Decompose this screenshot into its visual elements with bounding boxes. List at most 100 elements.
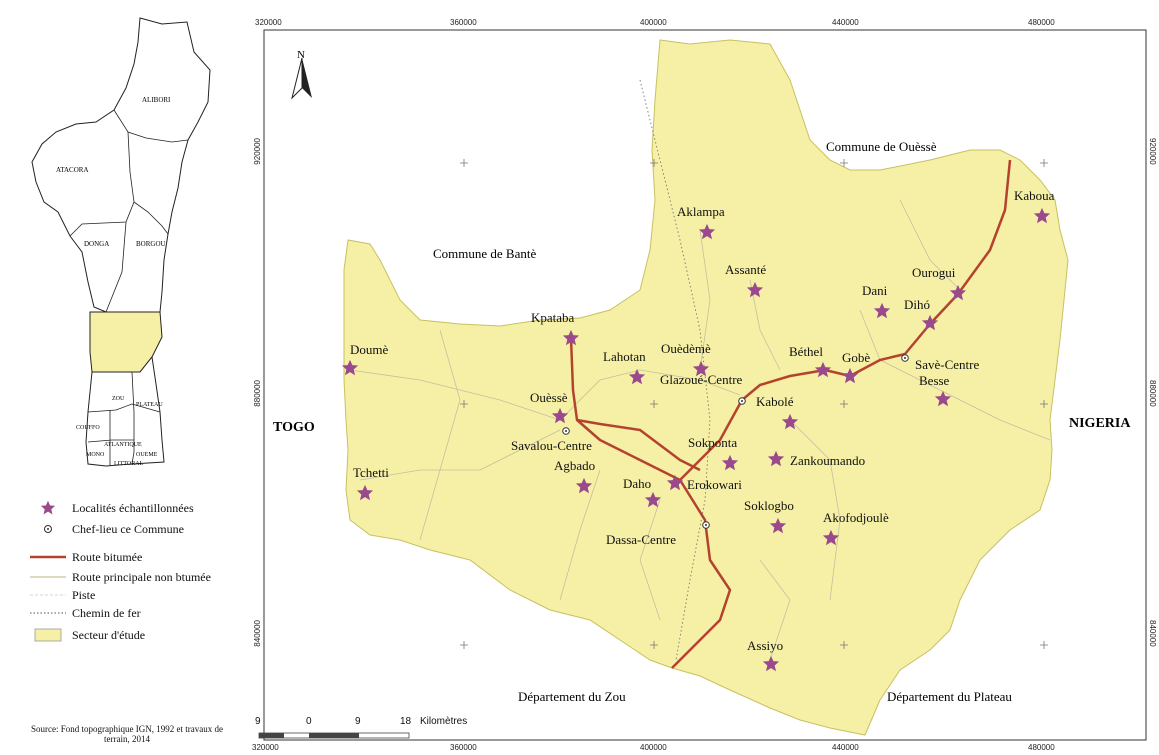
locality-label-soklogbo: Soklogbo [744,498,794,513]
legend-item-railway: Chemin de fer [30,605,141,621]
locality-label-aklampa: Aklampa [677,204,725,219]
scale-tick-3: 18 [400,716,412,727]
chef-lieu-dot-icon [900,350,910,362]
locality-label-diho: Dihó [904,297,930,312]
locality-star-icon [746,281,764,299]
region-label-togo: TOGO [273,420,315,435]
inset-label-atlantique: ATLANTIQUE [104,442,142,448]
grid-left-0: 920000 [253,138,262,165]
grid-bottom-3: 440000 [832,743,859,752]
inset-label-alibori: ALIBORI [142,96,171,104]
locality-star-icon [934,390,952,408]
chef-lieu-dot-icon [737,393,747,405]
locality-star-icon [644,491,662,509]
locality-label-ourogui: Ourogui [912,265,956,280]
locality-star-icon [814,361,832,379]
source-note: Source: Fond topographique IGN, 1992 et … [31,724,223,744]
locality-star-icon [1033,207,1051,225]
inset-boundary-zou-plateau [131,371,135,465]
inset-boundary-atacora [69,131,135,237]
region-label-nigeria: NIGERIA [1069,416,1131,431]
locality-star-icon [551,407,569,425]
locality-label-lahotan: Lahotan [603,349,646,364]
north-arrow-icon [291,57,312,100]
region-label-plateau: Département du Plateau [887,689,1012,704]
inset-label-oueme: OUEME [136,452,158,458]
locality-star-icon [873,302,891,320]
locality-star-icon [721,454,739,472]
locality-label-besse: Besse [919,373,950,388]
chef-lieu-label-save: Savè-Centre [915,357,980,372]
locality-star-icon [356,484,374,502]
locality-star-icon [575,477,593,495]
scale-tick-0: 9 [255,716,261,727]
grid-top-4: 480000 [1028,18,1055,27]
locality-label-dani: Dani [862,283,888,298]
locality-label-assiyo: Assiyo [747,638,784,653]
grid-bottom-4: 480000 [1028,743,1055,752]
inset-boundary-alibori [113,109,189,143]
chef-lieu-label-savalou: Savalou-Centre [511,438,592,453]
locality-star-icon [562,329,580,347]
legend-label: Route principale non btumée [72,569,211,584]
scale-tick-1: 0 [306,716,312,727]
grid-right-1: 880000 [1148,380,1157,407]
scale-bar [258,732,410,739]
grid-top-2: 400000 [640,18,667,27]
scale-tick-2: 9 [355,716,361,727]
study-area-polygon [343,39,1069,736]
locality-label-erokowari: Erokowari [687,477,742,492]
locality-label-doume: Doumè [350,342,389,357]
locality-label-tchetti: Tchetti [353,465,389,480]
railway-line [639,79,711,661]
inset-label-littoral: LITTORAL [114,461,144,467]
grid-bottom-1: 360000 [450,743,477,752]
region-label-bante: Commune de Bantè [433,246,536,261]
grid-right-0: 920000 [1148,138,1157,165]
locality-label-ouesse: Ouèssè [530,390,568,405]
chef-lieu-dot-icon [30,522,66,536]
legend-item-chef-lieu: Chef-lieu ce Commune [30,521,184,537]
railway-line-icon [30,606,66,620]
inset-label-couffo: COUFFO [76,425,100,431]
track-line-icon [30,588,66,602]
locality-star-icon [628,368,646,386]
locality-star-icon [949,284,967,302]
inset-label-borgou: BORGOU [136,240,166,248]
grid-top-1: 360000 [450,18,477,27]
inset-label-mono: MONO [86,452,105,458]
inset-label-atacora: ATACORA [56,166,89,174]
region-label-ouesse: Commune de Ouèssè [826,139,937,154]
unpaved-roads [349,199,1051,661]
star-icon [30,500,66,515]
grid-left-2: 840000 [253,620,262,647]
inset-label-zou: ZOU [112,396,125,402]
locality-star-icon [698,223,716,241]
legend-item-study-area: Secteur d'étude [30,627,145,643]
paved-roads [569,159,1012,669]
grid-top-3: 440000 [832,18,859,27]
legend-item-paved-road: Route bitumée [30,549,142,565]
inset-boundary-zou [87,403,161,413]
north-label: N [297,49,305,61]
locality-star-icon [666,474,684,492]
locality-label-sokponta: Sokponta [688,435,738,450]
locality-star-icon [921,314,939,332]
grid-top-0: 320000 [255,18,282,27]
chef-lieu-dot-icon [701,517,711,529]
locality-label-daho: Daho [623,476,652,491]
locality-label-ouedeme: Ouèdèmè [661,341,711,356]
legend-item-unpaved-road: Route principale non btumée [30,569,211,585]
locality-star-icon [769,517,787,535]
grid-bottom-0: 320000 [252,743,279,752]
locality-label-akofodjoule: Akofodjoulè [823,510,889,525]
locality-label-kaboua: Kaboua [1014,188,1055,203]
study-area-swatch-icon [30,628,66,642]
inset-boundary-borgou [133,201,169,235]
unpaved-road-line-icon [30,570,66,584]
locality-label-kabole: Kabolé [756,394,794,409]
legend-label: Chef-lieu ce Commune [72,521,184,536]
chef-lieu-label-dassa: Dassa-Centre [606,532,677,547]
legend-item-localities: Localités échantillonnées [30,500,194,516]
